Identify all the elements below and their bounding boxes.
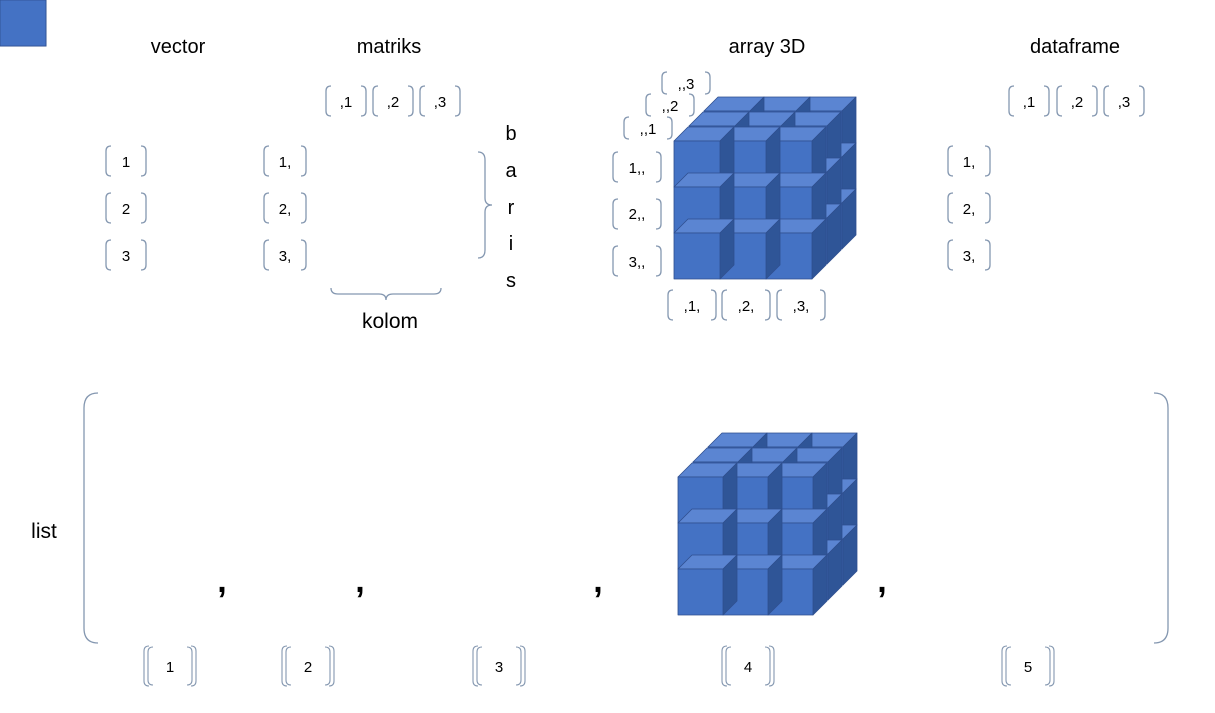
list-separator: ,	[355, 562, 364, 600]
index-bracket	[263, 145, 307, 177]
list-separator: ,	[593, 562, 602, 600]
index-bracket	[105, 239, 147, 271]
index-bracket	[1005, 646, 1051, 686]
index-bracket	[285, 646, 331, 686]
index-bracket	[661, 71, 711, 95]
index-bracket	[1008, 85, 1050, 117]
index-bracket	[1103, 85, 1145, 117]
index-bracket	[612, 198, 662, 230]
bracket-layer	[83, 71, 1169, 687]
index-bracket	[947, 192, 991, 224]
array3d-col-index: ,2,	[738, 298, 755, 315]
list-element-index: 3	[495, 659, 503, 676]
index-bracket	[667, 289, 717, 321]
matriks-col-index: ,1	[340, 94, 353, 111]
index-bracket	[263, 192, 307, 224]
list-element-index: 5	[1024, 659, 1032, 676]
array3d-layer-index: ,,3	[678, 76, 695, 93]
index-bracket	[612, 151, 662, 183]
index-bracket	[1056, 85, 1098, 117]
vector-title: vector	[151, 36, 206, 58]
cube-layer	[0, 0, 858, 616]
index-bracket	[147, 646, 193, 686]
baris-bracket	[477, 151, 493, 259]
list-separator: ,	[217, 562, 226, 600]
array3d-layer-index: ,,1	[640, 121, 657, 138]
index-bracket	[419, 85, 461, 117]
index-bracket	[776, 289, 826, 321]
dataframe-col-index: ,2	[1071, 94, 1084, 111]
list-element-index: 2	[304, 659, 312, 676]
index-bracket	[476, 646, 522, 686]
index-bracket	[325, 85, 367, 117]
vector-row-index: 3	[122, 248, 130, 265]
index-bracket	[612, 245, 662, 277]
index-bracket	[721, 289, 771, 321]
kolom-label: kolom	[362, 310, 418, 333]
index-bracket	[947, 145, 991, 177]
cube	[673, 218, 735, 280]
array3d-row-index: 2,,	[629, 206, 646, 223]
index-bracket	[623, 116, 673, 140]
index-bracket	[1001, 645, 1055, 687]
index-bracket	[105, 145, 147, 177]
array3d-col-index: ,1,	[684, 298, 701, 315]
index-bracket	[721, 645, 775, 687]
index-bracket	[947, 239, 991, 271]
matriks-col-index: ,3	[434, 94, 447, 111]
vector-row-index: 2	[122, 201, 130, 218]
dataframe-row-index: 2,	[963, 201, 976, 218]
list-element-index: 1	[166, 659, 174, 676]
baris-letter: a	[505, 160, 517, 182]
dataframe-title: dataframe	[1030, 36, 1120, 58]
matriks-row-index: 3,	[279, 248, 292, 265]
list-bracket	[83, 392, 1169, 644]
list-separator: ,	[877, 562, 886, 600]
index-bracket	[372, 85, 414, 117]
kolom-bracket	[330, 287, 442, 301]
index-bracket	[645, 93, 695, 117]
vector-row-index: 1	[122, 154, 130, 171]
array3d-row-index: 1,,	[629, 160, 646, 177]
dataframe-row-index: 3,	[963, 248, 976, 265]
array3d-layer-index: ,,2	[662, 98, 679, 115]
list-element-index: 4	[744, 659, 752, 676]
list-title: list	[31, 520, 57, 543]
baris-letter: r	[508, 197, 515, 219]
index-bracket	[105, 192, 147, 224]
matriks-title: matriks	[357, 36, 421, 58]
matriks-row-index: 1,	[279, 154, 292, 171]
dataframe-col-index: ,3	[1118, 94, 1131, 111]
index-bracket	[472, 645, 526, 687]
index-bracket	[143, 645, 197, 687]
cube	[677, 554, 738, 616]
array3d-col-index: ,3,	[793, 298, 810, 315]
array3d-title: array 3D	[729, 36, 806, 58]
baris-letter: i	[509, 233, 513, 255]
cube	[0, 0, 47, 47]
matriks-col-index: ,2	[387, 94, 400, 111]
index-bracket	[281, 645, 335, 687]
dataframe-row-index: 1,	[963, 154, 976, 171]
index-bracket	[263, 239, 307, 271]
matriks-row-index: 2,	[279, 201, 292, 218]
dataframe-col-index: ,1	[1023, 94, 1036, 111]
baris-letter: b	[505, 123, 516, 145]
index-bracket	[725, 646, 771, 686]
baris-letter: s	[506, 270, 516, 292]
array3d-row-index: 3,,	[629, 254, 646, 271]
